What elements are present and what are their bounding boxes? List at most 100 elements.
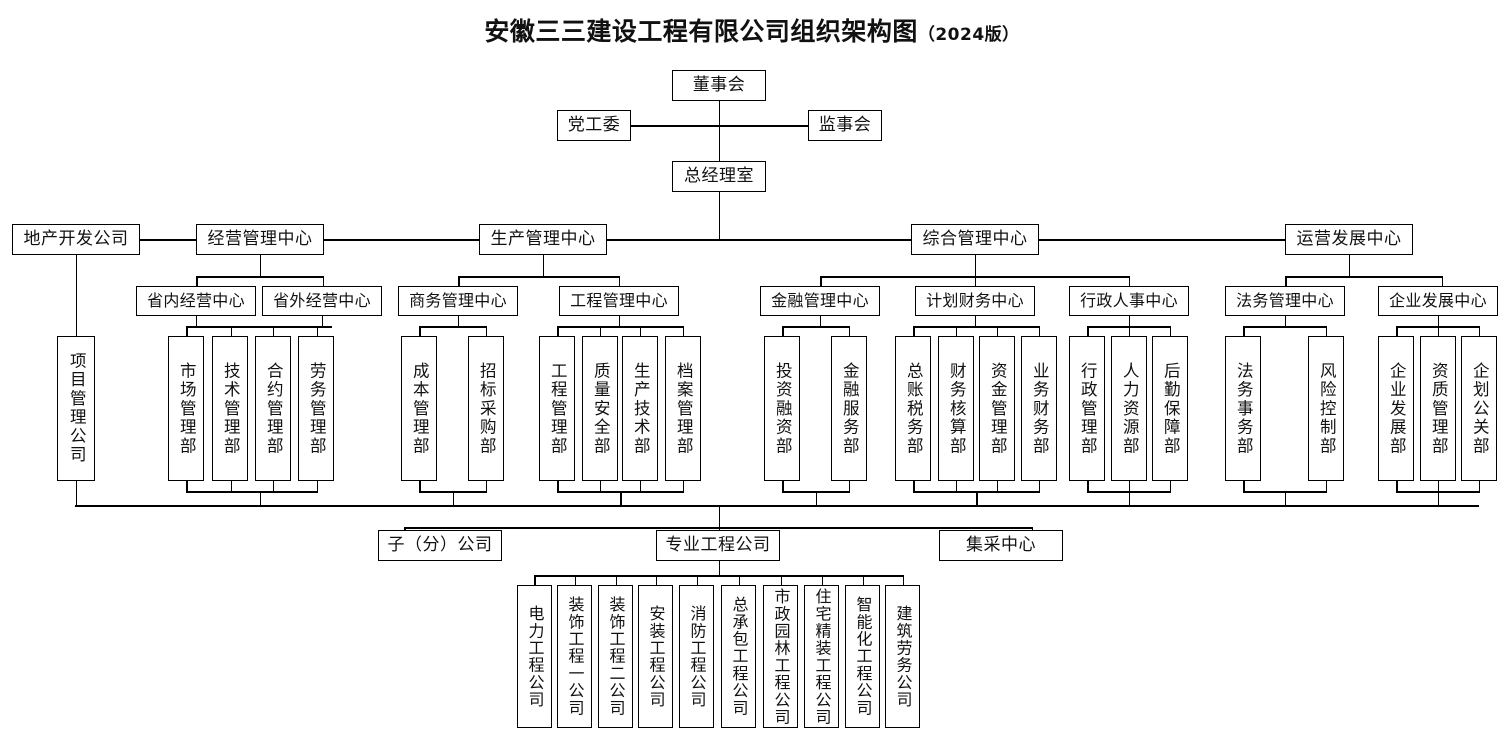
box-dept-business-finance[interactable]: 业务财务部 bbox=[1021, 336, 1057, 481]
box-supervisory-board[interactable]: 监事会 bbox=[808, 110, 882, 141]
box-gm-office[interactable]: 总经理室 bbox=[672, 161, 766, 192]
connector-sp-1 bbox=[534, 575, 536, 585]
box-company-decoration-two[interactable]: 装饰工程二公司 bbox=[598, 585, 633, 728]
connector-b-fin-1 bbox=[782, 481, 784, 491]
connector-b-com-down bbox=[452, 491, 455, 505]
box-dept-accounting-label: 财务核算部 bbox=[947, 361, 967, 456]
box-dept-quality-safety-label: 质量安全部 bbox=[591, 361, 611, 456]
connector-operations-stem bbox=[259, 255, 262, 276]
connector-development-right-drop bbox=[1441, 276, 1444, 286]
box-dept-legal-affairs[interactable]: 法务事务部 bbox=[1225, 336, 1261, 481]
connector-hr-d2 bbox=[1128, 326, 1131, 336]
box-center-development[interactable]: 运营发展中心 bbox=[1285, 224, 1413, 255]
box-dept-investment-financing[interactable]: 投资融资部 bbox=[764, 336, 800, 481]
box-dept-accounting[interactable]: 财务核算部 bbox=[938, 336, 974, 481]
box-dept-archive-mgmt[interactable]: 档案管理部 bbox=[665, 336, 701, 481]
box-dept-labor-mgmt[interactable]: 劳务管理部 bbox=[298, 336, 334, 481]
box-subcenter-engineering-label: 工程管理中心 bbox=[570, 291, 668, 311]
connector-b-legal-1 bbox=[1243, 481, 1245, 491]
box-company-installation[interactable]: 安装工程公司 bbox=[638, 585, 673, 728]
box-dept-archive-mgmt-label: 档案管理部 bbox=[674, 361, 694, 456]
box-subcenter-admin-hr[interactable]: 行政人事中心 bbox=[1069, 286, 1189, 316]
box-center-development-label: 运营发展中心 bbox=[1296, 228, 1402, 249]
box-dept-administration-label: 行政管理部 bbox=[1078, 361, 1098, 456]
connector-gm-to-bus bbox=[718, 192, 721, 239]
connector-b-eng-1 bbox=[557, 481, 559, 491]
box-subcenter-engineering[interactable]: 工程管理中心 bbox=[559, 286, 679, 316]
box-center-production[interactable]: 生产管理中心 bbox=[479, 224, 607, 255]
box-center-real-estate[interactable]: 地产开发公司 bbox=[12, 224, 140, 255]
connector-b-ops-4 bbox=[316, 481, 319, 491]
box-company-power-engineering[interactable]: 电力工程公司 bbox=[517, 585, 552, 728]
box-dept-bid-procurement[interactable]: 招标采购部 bbox=[468, 336, 504, 481]
box-dept-treasury[interactable]: 资金管理部 bbox=[979, 336, 1015, 481]
box-company-residential-decoration[interactable]: 住宅精装工程公司 bbox=[804, 585, 839, 728]
connector-engineering-dept-bar bbox=[557, 326, 684, 328]
box-center-operations[interactable]: 经营管理中心 bbox=[196, 224, 324, 255]
box-dept-enterprise-development[interactable]: 企业发展部 bbox=[1378, 336, 1414, 481]
box-subcenter-enterprise-label: 企业发展中心 bbox=[1389, 291, 1487, 311]
connector-commerce-dept-bar bbox=[419, 326, 487, 328]
connector-sp-8 bbox=[821, 575, 824, 585]
connector-eng-d4 bbox=[682, 326, 685, 336]
box-dept-market-mgmt[interactable]: 市场管理部 bbox=[168, 336, 204, 481]
connector-b-com-2 bbox=[485, 481, 488, 491]
box-subcenter-finance-mgmt[interactable]: 金融管理中心 bbox=[760, 286, 880, 316]
box-subcenter-legal[interactable]: 法务管理中心 bbox=[1225, 286, 1345, 316]
connector-sp-2 bbox=[574, 575, 577, 585]
connector-fin-d2 bbox=[848, 326, 851, 336]
box-center-general[interactable]: 综合管理中心 bbox=[911, 224, 1039, 255]
box-dept-project-mgmt-company-label: 项目管理公司 bbox=[67, 352, 87, 465]
box-subcenter-out-province[interactable]: 省外经营中心 bbox=[262, 286, 382, 316]
box-dept-tech-mgmt[interactable]: 技术管理部 bbox=[212, 336, 248, 481]
connector-ent-d1 bbox=[1396, 326, 1398, 336]
box-company-construction-labor-label: 建筑劳务公司 bbox=[893, 604, 913, 709]
box-subcenter-plan-finance[interactable]: 计划财务中心 bbox=[915, 286, 1035, 316]
box-company-intelligent-engineering[interactable]: 智能化工程公司 bbox=[845, 585, 880, 728]
box-board[interactable]: 董事会 bbox=[672, 70, 766, 101]
box-group-specialty[interactable]: 专业工程公司 bbox=[656, 530, 780, 561]
box-subcenter-in-province[interactable]: 省内经营中心 bbox=[136, 286, 256, 316]
box-dept-production-tech[interactable]: 生产技术部 bbox=[622, 336, 658, 481]
box-dept-human-resources[interactable]: 人力资源部 bbox=[1111, 336, 1147, 481]
box-subcenter-enterprise[interactable]: 企业发展中心 bbox=[1378, 286, 1498, 316]
box-company-decoration-one[interactable]: 装饰工程一公司 bbox=[557, 585, 592, 728]
connector-general-left-drop bbox=[820, 276, 822, 286]
connector-sp-3 bbox=[615, 575, 618, 585]
box-group-subsidiary[interactable]: 子（分）公司 bbox=[378, 530, 502, 561]
box-subcenter-commerce-label: 商务管理中心 bbox=[409, 291, 507, 311]
box-dept-logistics-support[interactable]: 后勤保障部 bbox=[1152, 336, 1188, 481]
box-dept-financial-services[interactable]: 金融服务部 bbox=[831, 336, 867, 481]
box-dept-risk-control[interactable]: 风险控制部 bbox=[1308, 336, 1344, 481]
connector-operations-left-drop bbox=[196, 276, 198, 286]
box-company-construction-labor[interactable]: 建筑劳务公司 bbox=[885, 585, 920, 728]
box-dept-qualification-mgmt[interactable]: 资质管理部 bbox=[1420, 336, 1456, 481]
connector-commerce-stem bbox=[457, 316, 460, 326]
box-company-fire-protection[interactable]: 消防工程公司 bbox=[679, 585, 714, 728]
connector-b-ops-bar bbox=[186, 491, 318, 493]
box-dept-production-tech-label: 生产技术部 bbox=[631, 361, 651, 456]
connector-b-hr-3 bbox=[1169, 481, 1172, 491]
box-dept-contract-mgmt[interactable]: 合约管理部 bbox=[255, 336, 291, 481]
box-gm-office-label: 总经理室 bbox=[684, 165, 754, 186]
connector-b-hr-down bbox=[1128, 491, 1131, 505]
box-dept-project-mgmt-company[interactable]: 项目管理公司 bbox=[57, 336, 95, 481]
connector-legal-d2 bbox=[1325, 326, 1328, 336]
box-party-committee[interactable]: 党工委 bbox=[557, 110, 631, 141]
box-dept-planning-pr[interactable]: 企划公关部 bbox=[1461, 336, 1497, 481]
box-group-procurement[interactable]: 集采中心 bbox=[939, 530, 1063, 561]
box-subcenter-commerce[interactable]: 商务管理中心 bbox=[398, 286, 518, 316]
box-company-general-contracting[interactable]: 总承包工程公司 bbox=[721, 585, 756, 728]
connector-production-right-drop bbox=[618, 276, 621, 286]
box-dept-administration[interactable]: 行政管理部 bbox=[1069, 336, 1105, 481]
connector-pf-d1 bbox=[913, 326, 915, 336]
box-dept-quality-safety[interactable]: 质量安全部 bbox=[582, 336, 618, 481]
box-subcenter-out-province-label: 省外经营中心 bbox=[273, 291, 371, 311]
box-company-municipal-landscape[interactable]: 市政园林工程公司 bbox=[763, 585, 798, 728]
box-dept-engineering-mgmt[interactable]: 工程管理部 bbox=[539, 336, 575, 481]
connector-general-stem bbox=[974, 255, 977, 276]
box-dept-ledger-tax[interactable]: 总账税务部 bbox=[895, 336, 931, 481]
box-dept-business-finance-label: 业务财务部 bbox=[1030, 361, 1050, 456]
box-dept-cost-mgmt[interactable]: 成本管理部 bbox=[401, 336, 437, 481]
connector-b-hr-2 bbox=[1128, 481, 1131, 491]
